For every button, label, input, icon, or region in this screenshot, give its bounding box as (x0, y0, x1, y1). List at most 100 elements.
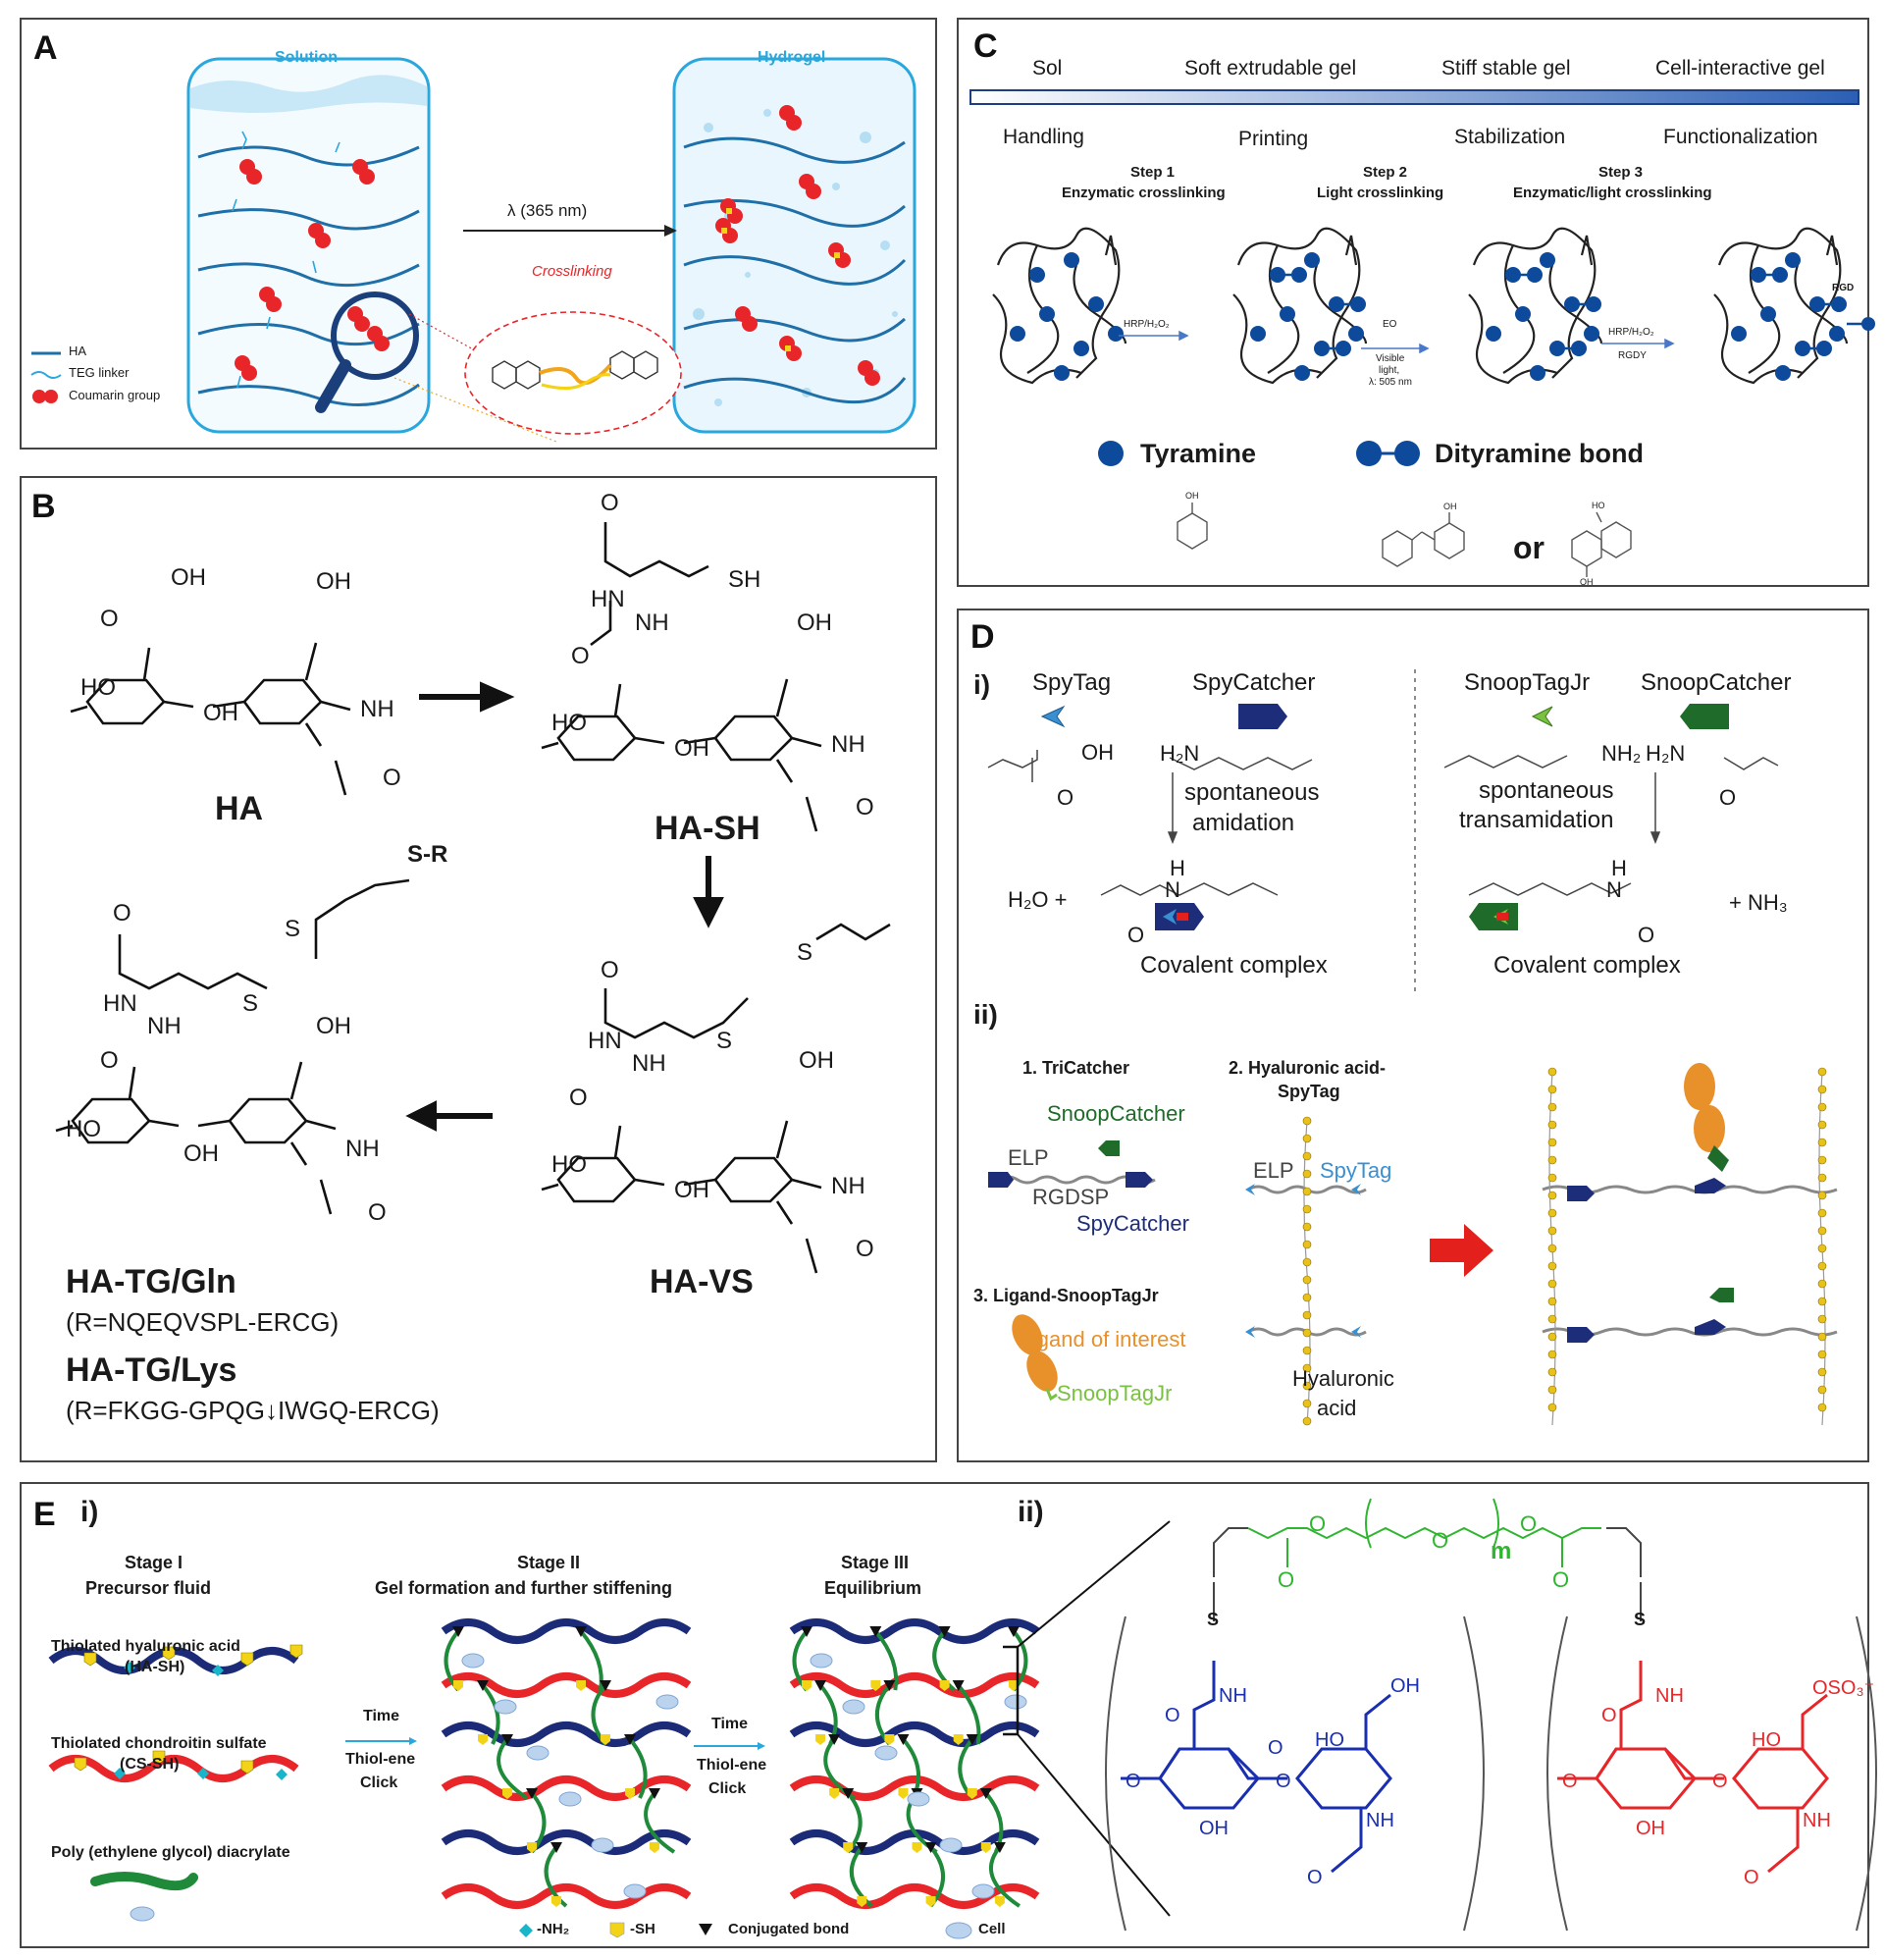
ha-sh-precursor-1: Thiolated hyaluronic acid (51, 1638, 240, 1655)
ha-bead (1817, 1173, 1827, 1183)
ha-bead (1817, 1385, 1827, 1395)
ha-bead (1817, 1226, 1827, 1236)
ha-bead (1817, 1155, 1827, 1165)
panel-e: E i) ii) Stage I Precursor fluid Stage I… (20, 1482, 1877, 1948)
state-cell-gel: Cell-interactive gel (1655, 57, 1825, 79)
amine-marker (212, 1665, 224, 1676)
tyramine-bead (1010, 326, 1025, 342)
thiol-marker (576, 1680, 586, 1691)
havs-s: S (716, 1028, 733, 1054)
panel-a-diagram (30, 57, 916, 443)
ha-bead (1302, 1416, 1312, 1426)
ha-bead (1817, 1067, 1827, 1077)
thiol-marker (453, 1680, 463, 1691)
spycatcher-icon (1238, 704, 1287, 729)
tyramine-bead (1054, 365, 1070, 381)
thiol-marker (162, 1646, 176, 1661)
ha-bead (1302, 1222, 1312, 1232)
cell (623, 1883, 647, 1899)
ha-chem-oh-top: OH (1390, 1675, 1420, 1697)
hyaluronic-label-1: Hyaluronic (1292, 1366, 1394, 1391)
section-e-i: i) (80, 1496, 99, 1528)
spontaneous-transamidation-1: spontaneous (1479, 777, 1614, 804)
thiol-marker (912, 1842, 922, 1853)
ha-oh-top: OH (171, 564, 206, 591)
hatg-o-top: O (113, 900, 131, 927)
havs-nh: NH (632, 1050, 666, 1077)
step2-desc: Light crosslinking (1317, 185, 1444, 201)
hyaluronic-label-2: acid (1317, 1396, 1357, 1420)
ha-bead (1817, 1208, 1827, 1218)
havs-o-acetyl: O (856, 1236, 874, 1262)
state-soft-gel: Soft extrudable gel (1184, 57, 1357, 79)
spontaneous-transamidation-2: transamidation (1459, 807, 1614, 833)
ha-chem-o-left: O (1126, 1771, 1141, 1792)
conjugated-bond (979, 1788, 992, 1799)
coumarin-group (241, 365, 257, 381)
amide-n-left: N (1165, 877, 1180, 902)
stage-handling: Handling (1003, 126, 1084, 148)
elp-ha-label: ELP (1253, 1158, 1294, 1183)
conjugated-bond (856, 1842, 868, 1853)
hatg-s: S (242, 990, 259, 1017)
conjugated-bond (924, 1842, 937, 1853)
conjugated-bond (550, 1842, 562, 1853)
thiol-marker (884, 1734, 895, 1745)
stage3-subtitle: Equilibrium (824, 1578, 921, 1598)
ha-tg-gln-sequence: (R=NQEQVSPL-ERCG) (66, 1307, 340, 1337)
spytag-ii-label: SpyTag (1320, 1158, 1392, 1183)
dityramine-oh: OH (1443, 502, 1457, 511)
legend-conjugated-bond: Conjugated bond (728, 1921, 850, 1937)
thiol-marker (967, 1788, 977, 1799)
ha-bead (1547, 1385, 1557, 1395)
conjugated-bond (801, 1626, 812, 1637)
conjugated-bond (842, 1788, 855, 1799)
ha-bead (1302, 1204, 1312, 1214)
cs-chem-ho: HO (1752, 1729, 1781, 1751)
thiol-marker (953, 1734, 964, 1745)
ha-o-acetyl: O (383, 765, 401, 791)
arrow3-rgdy: RGDY (1618, 350, 1647, 361)
amine-marker (276, 1769, 288, 1780)
ha-bead (1547, 1085, 1557, 1094)
tyramine-bead (1772, 267, 1788, 283)
thiol-marker (994, 1896, 1005, 1907)
hash-oh-bottom: OH (674, 735, 709, 762)
panel-c-label: C (973, 27, 998, 65)
arrow2-light: light, (1379, 365, 1400, 376)
snoopcatcher-ii-label: SnoopCatcher (1047, 1101, 1185, 1126)
amide-o-left: O (1127, 923, 1145, 947)
ha-chem-o-link: O (1276, 1771, 1291, 1792)
ha-chem-ho: HO (1315, 1729, 1344, 1751)
stage-stabilization: Stabilization (1454, 126, 1566, 148)
ha-bead (1302, 1151, 1312, 1161)
conjugated-bond (452, 1626, 464, 1637)
thiol-marker (152, 1750, 166, 1765)
conjugated-bond (501, 1734, 513, 1745)
thiol-ene-2: Thiol-ene (697, 1757, 767, 1774)
crosslinking-label: Crosslinking (532, 263, 612, 280)
conjugated-bond (575, 1626, 587, 1637)
ha-bead (1547, 1403, 1557, 1412)
coumarin-group (742, 316, 758, 332)
click-2: Click (708, 1780, 747, 1797)
rgdsp-label: RGDSP (1032, 1185, 1110, 1209)
ether-o-mid: O (1432, 1528, 1449, 1553)
ha-bead (1817, 1279, 1827, 1289)
tyramine-bead (1064, 252, 1079, 268)
cs-chem-o-left: O (1562, 1771, 1578, 1792)
ha-chem-nh: NH (1219, 1685, 1247, 1707)
tyramine-bead (1250, 326, 1266, 342)
polymer-chain (789, 1618, 1040, 1644)
ha-bead (1817, 1102, 1827, 1112)
ha-bead (1547, 1244, 1557, 1253)
ha-bead (1302, 1363, 1312, 1373)
ha-chem-nh-bottom: NH (1366, 1810, 1394, 1831)
thiol-marker (551, 1896, 561, 1907)
thioether-s-right: S (1634, 1610, 1647, 1629)
havs-nh-amide: NH (831, 1173, 865, 1199)
cell (842, 1699, 865, 1715)
thiol-marker (527, 1842, 537, 1853)
ha-bead (1302, 1381, 1312, 1391)
conjugated-bond (966, 1734, 978, 1745)
